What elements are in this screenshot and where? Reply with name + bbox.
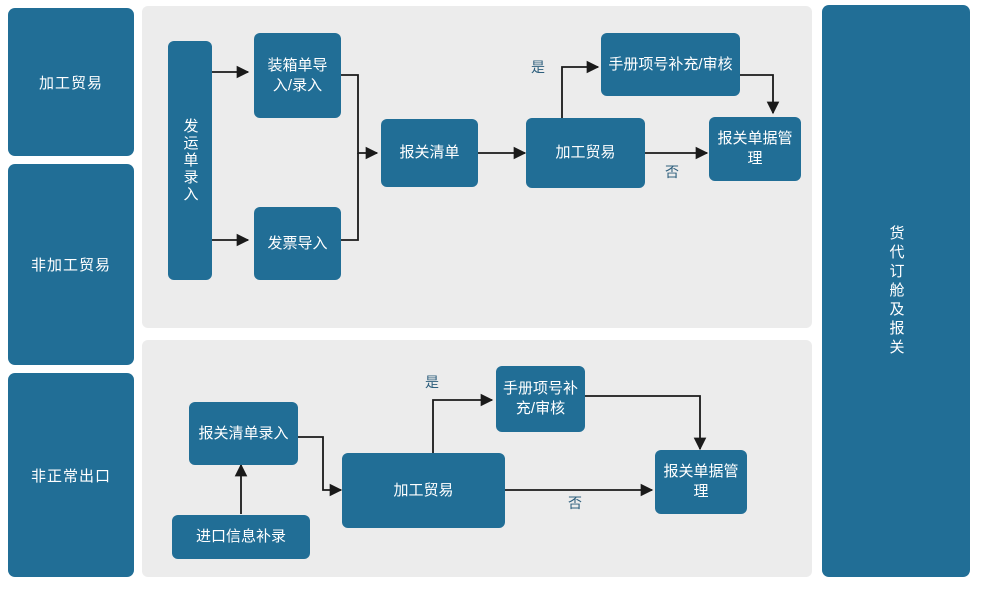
node-label: 手册项号补充/审核 bbox=[502, 380, 578, 417]
node-customs-docs-management-lower[interactable]: 报关单据管理 bbox=[655, 450, 747, 514]
node-label: 报关清单 bbox=[399, 144, 460, 162]
node-processing-trade-upper[interactable]: 加工贸易 bbox=[526, 118, 645, 188]
lane-label: 货代订舱及报关 bbox=[887, 224, 905, 358]
node-customs-docs-management-upper[interactable]: 报关单据管理 bbox=[709, 117, 801, 181]
category-label: 加工贸易 bbox=[38, 74, 103, 92]
node-label: 报关清单录入 bbox=[198, 424, 289, 442]
node-packing-list-import[interactable]: 装箱单导入/录入 bbox=[254, 33, 341, 118]
node-label: 装箱单导入/录入 bbox=[267, 56, 328, 94]
node-label: 发运单录入 bbox=[181, 118, 199, 203]
edge-label-yes-upper: 是 bbox=[531, 59, 545, 75]
node-label: 加工贸易 bbox=[393, 481, 454, 499]
category-label: 非正常出口 bbox=[30, 467, 111, 485]
node-shipment-entry[interactable]: 发运单录入 bbox=[168, 41, 212, 280]
node-processing-trade-lower[interactable]: 加工贸易 bbox=[342, 453, 505, 528]
node-import-info-supplement[interactable]: 进口信息补录 bbox=[172, 515, 310, 559]
node-invoice-import[interactable]: 发票导入 bbox=[254, 207, 341, 280]
category-label: 非加工贸易 bbox=[30, 257, 111, 274]
node-label: 发票导入 bbox=[267, 234, 328, 252]
edge-label-no-lower: 否 bbox=[568, 495, 582, 511]
lane-bar-freight-booking-customs[interactable]: 货代订舱及报关 bbox=[822, 5, 970, 577]
category-bar-non-processing-trade[interactable]: 非加工贸易 bbox=[8, 164, 134, 365]
edge-label-yes-lower: 是 bbox=[425, 374, 439, 390]
node-manual-item-review-lower[interactable]: 手册项号补充/审核 bbox=[496, 366, 585, 432]
node-label: 报关单据管理 bbox=[663, 463, 739, 500]
category-bar-processing-trade[interactable]: 加工贸易 bbox=[8, 8, 134, 156]
node-declaration-list[interactable]: 报关清单 bbox=[381, 119, 478, 187]
node-label: 报关单据管理 bbox=[717, 130, 793, 167]
node-manual-item-review-upper[interactable]: 手册项号补充/审核 bbox=[601, 33, 740, 96]
node-label: 进口信息补录 bbox=[195, 528, 286, 546]
edge-label-no-upper: 否 bbox=[665, 164, 679, 180]
node-label: 加工贸易 bbox=[555, 144, 616, 162]
node-label: 手册项号补充/审核 bbox=[608, 55, 733, 73]
node-declaration-list-entry[interactable]: 报关清单录入 bbox=[189, 402, 298, 465]
category-bar-abnormal-export[interactable]: 非正常出口 bbox=[8, 373, 134, 577]
